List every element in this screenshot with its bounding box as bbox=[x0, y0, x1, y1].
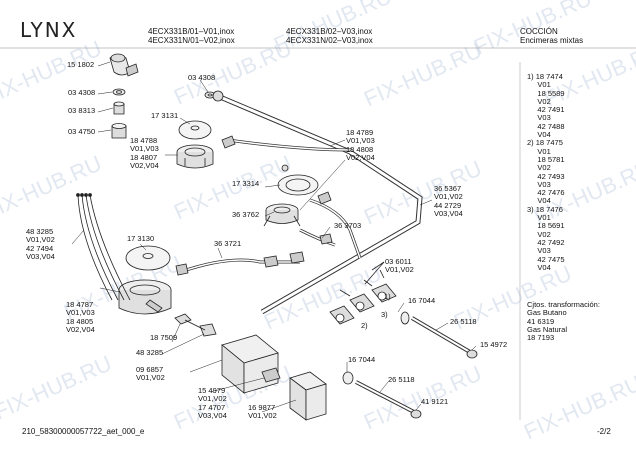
part-label: 18 4789 V01,V03 18 4808 V02,V04 bbox=[346, 128, 375, 163]
washer bbox=[112, 88, 126, 96]
page-number: -2/2 bbox=[597, 427, 611, 436]
part-label: 36 3703 bbox=[334, 221, 362, 230]
option-3-marker: 3) bbox=[381, 310, 388, 319]
part-label: 26 5118 bbox=[388, 375, 415, 384]
part-label: 26 5118 bbox=[450, 317, 477, 326]
part-label: 18 4788 V01,V03 18 4807 V02,V04 bbox=[130, 136, 159, 171]
ignition-connector bbox=[261, 367, 281, 383]
valve-shaft bbox=[342, 371, 422, 419]
part-label: 17 3130 bbox=[127, 234, 155, 243]
spark-electrode bbox=[199, 323, 217, 337]
part-label: 03 4308 bbox=[188, 73, 216, 82]
model-list-2: 4ECX331B/02–V03,inox 4ECX331N/02–V03,ino… bbox=[286, 27, 373, 45]
part-label: 09 6857 V01,V02 bbox=[136, 365, 165, 383]
model-list-1: 4ECX331B/01–V01,inox 4ECX331N/01–V02,ino… bbox=[148, 27, 235, 45]
part-label: 15 4972 bbox=[480, 340, 508, 349]
part-label: 36 3721 bbox=[214, 239, 242, 248]
spark-electrode bbox=[174, 313, 192, 325]
burner-body bbox=[176, 144, 214, 169]
part-label: 16 7044 bbox=[408, 296, 436, 305]
category-subtitle: Encimeras mixtas bbox=[520, 36, 584, 45]
gas-valve bbox=[329, 305, 355, 325]
part-label: 48 3285 bbox=[136, 348, 164, 357]
part-label: 03 4308 bbox=[68, 88, 96, 97]
ignition-wire-bundle bbox=[76, 193, 131, 301]
gas-valve bbox=[371, 283, 397, 303]
variant-part-list: 1) 18 7474 V01 18 5589 V02 42 7491 V03 4… bbox=[527, 72, 565, 272]
part-label: 16 9877 V01,V02 bbox=[248, 403, 277, 421]
conversion-kit-list: Cjtos. transformación: Gas Butano 41 631… bbox=[527, 300, 600, 343]
burner-body bbox=[118, 279, 172, 315]
part-label: 18 7509 bbox=[150, 333, 178, 342]
part-label: 16 7044 bbox=[348, 355, 376, 364]
part-label: 17 3131 bbox=[151, 111, 179, 120]
part-label: 03 6011 V01,V02 bbox=[385, 257, 414, 275]
valve-shaft bbox=[400, 311, 478, 359]
part-label: 36 3762 bbox=[232, 210, 260, 219]
part-label: 36 5367 V01,V02 44 2729 V03,V04 bbox=[434, 184, 463, 219]
part-label: 41 9121 bbox=[421, 397, 449, 406]
part-label: 48 3285 V01,V02 42 7494 V03,V04 bbox=[26, 227, 55, 262]
part-label: 17 3314 bbox=[232, 179, 260, 188]
option-1-marker: 1) bbox=[384, 292, 391, 301]
burner-body bbox=[263, 203, 301, 227]
gas-valve bbox=[349, 293, 375, 313]
part-label: 15 4979 V01,V02 17 4707 V03,V04 bbox=[198, 386, 227, 421]
document-code: 210_58300000057722_aet_000_e bbox=[22, 427, 145, 436]
part-label: 03 4750 bbox=[68, 127, 96, 136]
category-title: COCCIÓN bbox=[520, 27, 558, 36]
brand-logo: LYNX bbox=[20, 18, 78, 42]
part-label: 03 8313 bbox=[68, 106, 96, 115]
burner-ring bbox=[277, 174, 319, 196]
burner-cap bbox=[125, 245, 171, 271]
part-label: 18 4787 V01,V03 18 4805 V02,V04 bbox=[66, 300, 95, 335]
part-label: 15 1802 bbox=[67, 60, 95, 69]
option-2-marker: 2) bbox=[361, 321, 368, 330]
